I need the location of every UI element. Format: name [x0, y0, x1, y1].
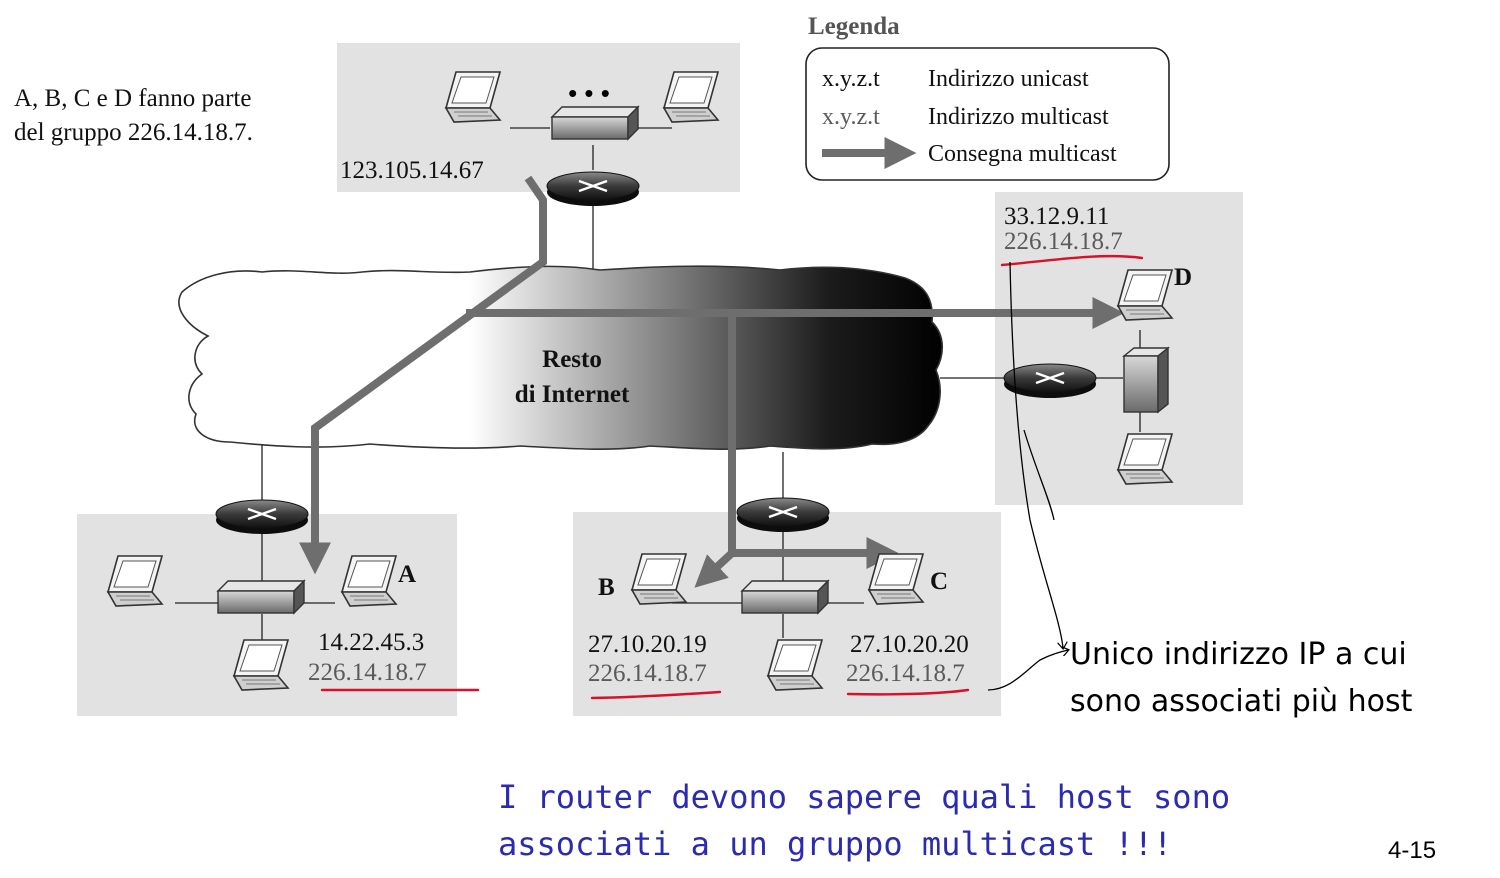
host-b-multicast-address: 226.14.18.7: [588, 660, 707, 687]
network-d-panel: [995, 192, 1243, 505]
host-b-label: B: [598, 574, 615, 601]
annotation-line-1: Unico indirizzo IP a cui: [1070, 637, 1407, 672]
host-a-label: A: [398, 561, 416, 588]
switch-d-icon: [1122, 346, 1170, 414]
red-underlines: [320, 254, 1144, 700]
laptop-source-left-icon: [445, 71, 501, 123]
annotation-line-2: sono associati più host: [1070, 684, 1413, 719]
laptop-d-bottom-icon: [1117, 433, 1173, 485]
intro-line-2: del gruppo 226.14.18.7.: [14, 119, 253, 146]
host-d-label: D: [1174, 264, 1192, 291]
legend-delivery-label: Consegna multicast: [928, 141, 1117, 167]
router-a-icon: [214, 498, 310, 536]
host-c-laptop-icon: [868, 553, 924, 605]
network-links: [175, 127, 1141, 640]
source-unicast-address: 123.105.14.67: [340, 157, 484, 184]
host-a-laptop-icon: [341, 555, 397, 607]
laptop-a-bottom-icon: [233, 639, 289, 691]
legend-unicast-label: Indirizzo unicast: [928, 66, 1089, 92]
host-a-multicast-address: 226.14.18.7: [308, 659, 427, 686]
legend-multicast-label: Indirizzo multicast: [928, 104, 1109, 130]
source-ellipsis: • • •: [568, 78, 610, 108]
footer-line-1: I router devono sapere quali host sono: [498, 778, 1230, 816]
host-b-laptop-icon: [631, 553, 687, 605]
multicast-delivery-arrows: [299, 175, 1125, 588]
laptop-source-right-icon: [663, 71, 719, 123]
router-bc-icon: [735, 496, 831, 534]
legend-title: Legenda: [808, 13, 900, 40]
host-d-laptop-icon: [1117, 269, 1173, 321]
switch-bc-icon: [741, 580, 829, 614]
cloud-label-line-1: Resto: [542, 346, 602, 373]
switch-source-icon: [551, 106, 639, 140]
laptop-a-left-icon: [107, 555, 163, 607]
laptop-bc-bottom-icon: [767, 639, 823, 691]
legend-multicast-sample: x.y.z.t: [822, 104, 880, 130]
intro-line-1: A, B, C e D fanno parte: [14, 85, 251, 112]
host-d-multicast-address: 226.14.18.7: [1004, 228, 1123, 255]
host-d-unicast-address: 33.12.9.11: [1004, 203, 1109, 230]
slide-number: 4-15: [1388, 837, 1436, 864]
router-d-icon: [1002, 362, 1098, 400]
host-c-multicast-address: 226.14.18.7: [846, 660, 965, 687]
host-b-unicast-address: 27.10.20.19: [588, 631, 707, 658]
annotation-pointers: [987, 261, 1068, 691]
legend-unicast-sample: x.y.z.t: [822, 66, 880, 92]
footer-line-2: associati a un gruppo multicast !!!: [498, 825, 1172, 863]
host-c-unicast-address: 27.10.20.20: [850, 631, 969, 658]
cloud-label-line-2: di Internet: [515, 381, 630, 408]
router-source-icon: [545, 170, 641, 208]
switch-a-icon: [217, 580, 305, 614]
host-a-unicast-address: 14.22.45.3: [318, 629, 424, 656]
host-c-label: C: [930, 568, 948, 595]
